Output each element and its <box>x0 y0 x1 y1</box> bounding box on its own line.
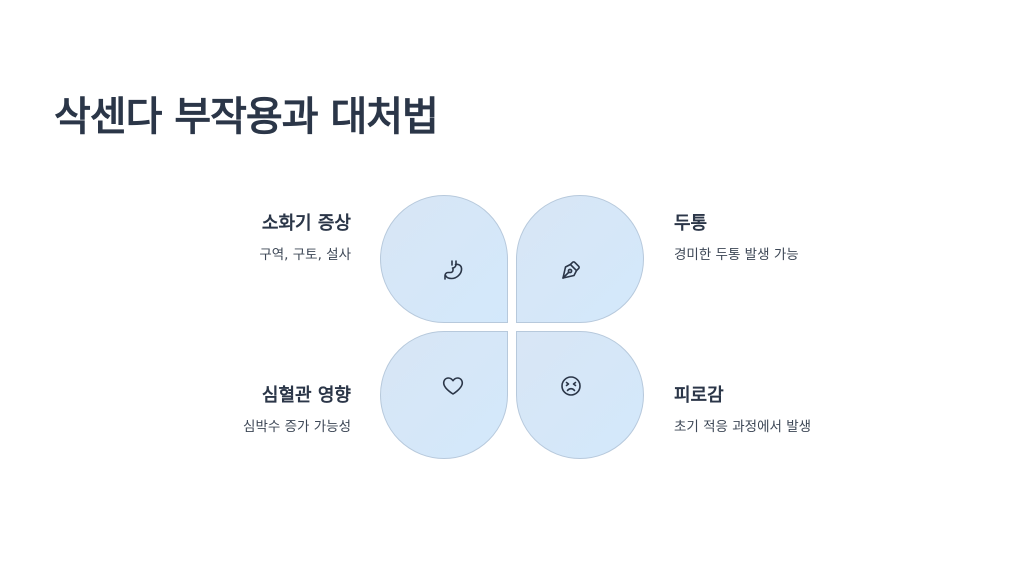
item-description: 초기 적응 과정에서 발생 <box>674 419 812 435</box>
tired-face-icon <box>559 374 583 398</box>
stomach-icon <box>441 258 465 282</box>
petal-digestive <box>380 195 508 323</box>
item-heading: 피로감 <box>674 385 724 406</box>
label-fatigue: 피로감 초기 적응 과정에서 발생 <box>674 384 811 436</box>
item-heading: 심혈관 영향 <box>261 385 351 406</box>
item-heading: 두통 <box>674 213 708 234</box>
page-title: 삭센다 부작용과 대처법 <box>54 94 439 140</box>
petal-fatigue <box>516 331 644 459</box>
petal-cardiovascular <box>380 331 508 459</box>
petal-headache <box>516 195 644 323</box>
label-digestive: 소화기 증상 구역, 구토, 설사 <box>259 212 351 264</box>
label-cardiovascular: 심혈관 영향 심박수 증가 가능성 <box>243 384 351 436</box>
item-description: 경미한 두통 발생 가능 <box>674 247 799 263</box>
item-description: 구역, 구토, 설사 <box>259 247 351 263</box>
label-headache: 두통 경미한 두통 발생 가능 <box>674 212 799 264</box>
heart-icon <box>441 374 465 398</box>
item-heading: 소화기 증상 <box>261 213 351 234</box>
item-description: 심박수 증가 가능성 <box>243 419 351 435</box>
pen-nib-icon <box>559 258 583 282</box>
